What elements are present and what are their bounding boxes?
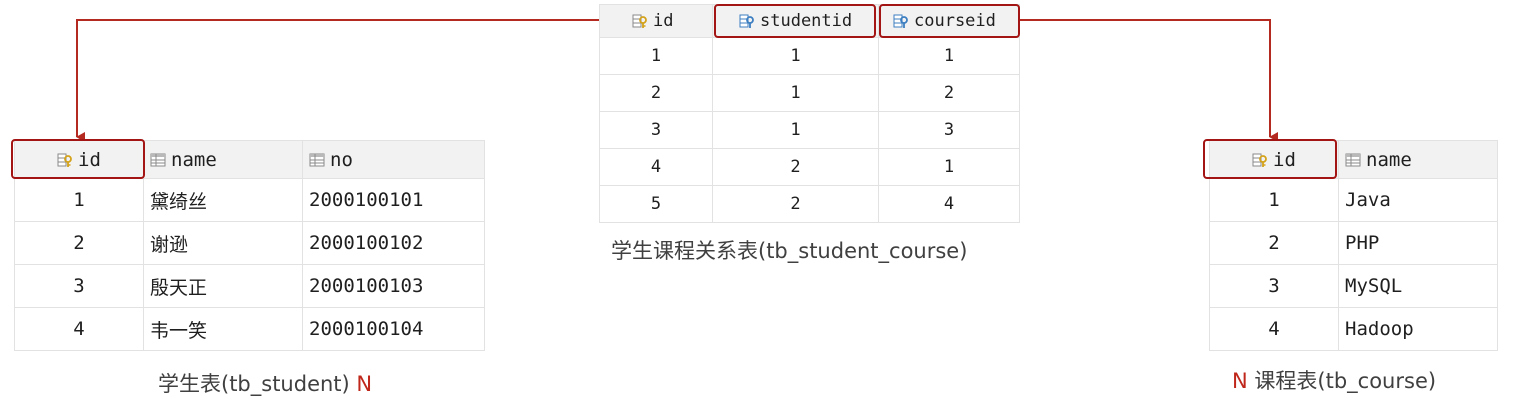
cell-id: 2 xyxy=(14,221,144,265)
cell-id: 4 xyxy=(1209,307,1339,351)
cell-name: 黛绮丝 xyxy=(143,178,303,222)
column-label: courseid xyxy=(914,11,996,31)
primary-key-column-icon xyxy=(1252,152,1267,168)
cell-id: 2 xyxy=(1209,221,1339,265)
column-label: id xyxy=(653,11,674,31)
table-row: 2 PHP xyxy=(1209,221,1498,265)
column-icon xyxy=(309,153,325,166)
column-label: name xyxy=(171,148,217,171)
courseid-to-course-id-arrow xyxy=(1020,19,1278,142)
rel-id-header: id xyxy=(599,4,713,38)
primary-key-column-icon xyxy=(57,152,72,168)
cell-no: 2000100102 xyxy=(302,221,485,265)
table-row: 3 1 3 xyxy=(599,111,1020,149)
cell-id: 1 xyxy=(1209,178,1339,222)
cell-courseid: 1 xyxy=(878,37,1020,75)
column-label: id xyxy=(78,148,101,171)
multiplicity-label: N xyxy=(356,372,373,396)
table-row: 4 韦一笑 2000100104 xyxy=(14,307,485,351)
foreign-key-column-icon xyxy=(739,14,754,29)
student-no-header: no xyxy=(302,140,485,179)
course-table-caption: N 课程表(tb_course) xyxy=(1232,365,1436,395)
table-row: 3 MySQL xyxy=(1209,264,1498,308)
cell-id: 2 xyxy=(599,74,713,112)
table-row: 1 1 1 xyxy=(599,37,1020,75)
cell-studentid: 2 xyxy=(712,148,879,186)
rel-courseid-header: courseid xyxy=(878,4,1020,38)
primary-key-column-icon xyxy=(632,14,647,29)
table-row: 2 1 2 xyxy=(599,74,1020,112)
table-row: 5 2 4 xyxy=(599,185,1020,223)
cell-name: Java xyxy=(1338,178,1498,222)
course-name-header: name xyxy=(1338,140,1498,179)
relation-table-caption: 学生课程关系表(tb_student_course) xyxy=(611,239,968,263)
cell-id: 1 xyxy=(14,178,144,222)
caption-text: 课程表(tb_course) xyxy=(1254,369,1437,393)
caption-text: 学生表(tb_student) xyxy=(158,372,350,396)
student-table: id name no 1 黛绮丝 2000100101 xyxy=(14,140,485,351)
cell-name: PHP xyxy=(1338,221,1498,265)
cell-courseid: 3 xyxy=(878,111,1020,149)
student-name-header: name xyxy=(143,140,303,179)
cell-id: 3 xyxy=(1209,264,1339,308)
cell-studentid: 1 xyxy=(712,37,879,75)
column-label: id xyxy=(1273,148,1296,171)
cell-name: 韦一笑 xyxy=(143,307,303,351)
foreign-key-column-icon xyxy=(893,14,908,29)
column-icon xyxy=(1345,153,1361,166)
table-row: 1 Java xyxy=(1209,178,1498,222)
table-row: 4 2 1 xyxy=(599,148,1020,186)
cell-name: Hadoop xyxy=(1338,307,1498,351)
cell-studentid: 1 xyxy=(712,111,879,149)
cell-name: MySQL xyxy=(1338,264,1498,308)
student-id-header: id xyxy=(14,140,144,179)
column-label: no xyxy=(330,148,353,171)
multiplicity-label: N xyxy=(1232,369,1248,393)
cell-no: 2000100103 xyxy=(302,264,485,308)
cell-courseid: 4 xyxy=(878,185,1020,223)
course-id-header: id xyxy=(1209,140,1339,179)
cell-name: 谢逊 xyxy=(143,221,303,265)
cell-id: 5 xyxy=(599,185,713,223)
cell-studentid: 1 xyxy=(712,74,879,112)
cell-studentid: 2 xyxy=(712,185,879,223)
cell-courseid: 2 xyxy=(878,74,1020,112)
cell-id: 4 xyxy=(599,148,713,186)
student-course-table: id studentid courseid 1 1 1 xyxy=(599,4,1020,223)
column-label: studentid xyxy=(760,11,853,31)
cell-id: 3 xyxy=(14,264,144,308)
column-label: name xyxy=(1366,148,1412,171)
table-row: 3 殷天正 2000100103 xyxy=(14,264,485,308)
student-table-caption: 学生表(tb_student) N xyxy=(158,368,372,398)
column-icon xyxy=(150,153,166,166)
course-table: id name 1 Java 2 PHP 3 MySQL 4 Hadoop xyxy=(1209,140,1498,351)
table-row: 2 谢逊 2000100102 xyxy=(14,221,485,265)
table-row: 4 Hadoop xyxy=(1209,307,1498,351)
table-row: 1 黛绮丝 2000100101 xyxy=(14,178,485,222)
rel-studentid-header: studentid xyxy=(712,4,879,38)
cell-courseid: 1 xyxy=(878,148,1020,186)
cell-name: 殷天正 xyxy=(143,264,303,308)
cell-no: 2000100104 xyxy=(302,307,485,351)
cell-id: 3 xyxy=(599,111,713,149)
studentid-to-student-id-arrow xyxy=(76,19,715,142)
cell-no: 2000100101 xyxy=(302,178,485,222)
cell-id: 1 xyxy=(599,37,713,75)
cell-id: 4 xyxy=(14,307,144,351)
